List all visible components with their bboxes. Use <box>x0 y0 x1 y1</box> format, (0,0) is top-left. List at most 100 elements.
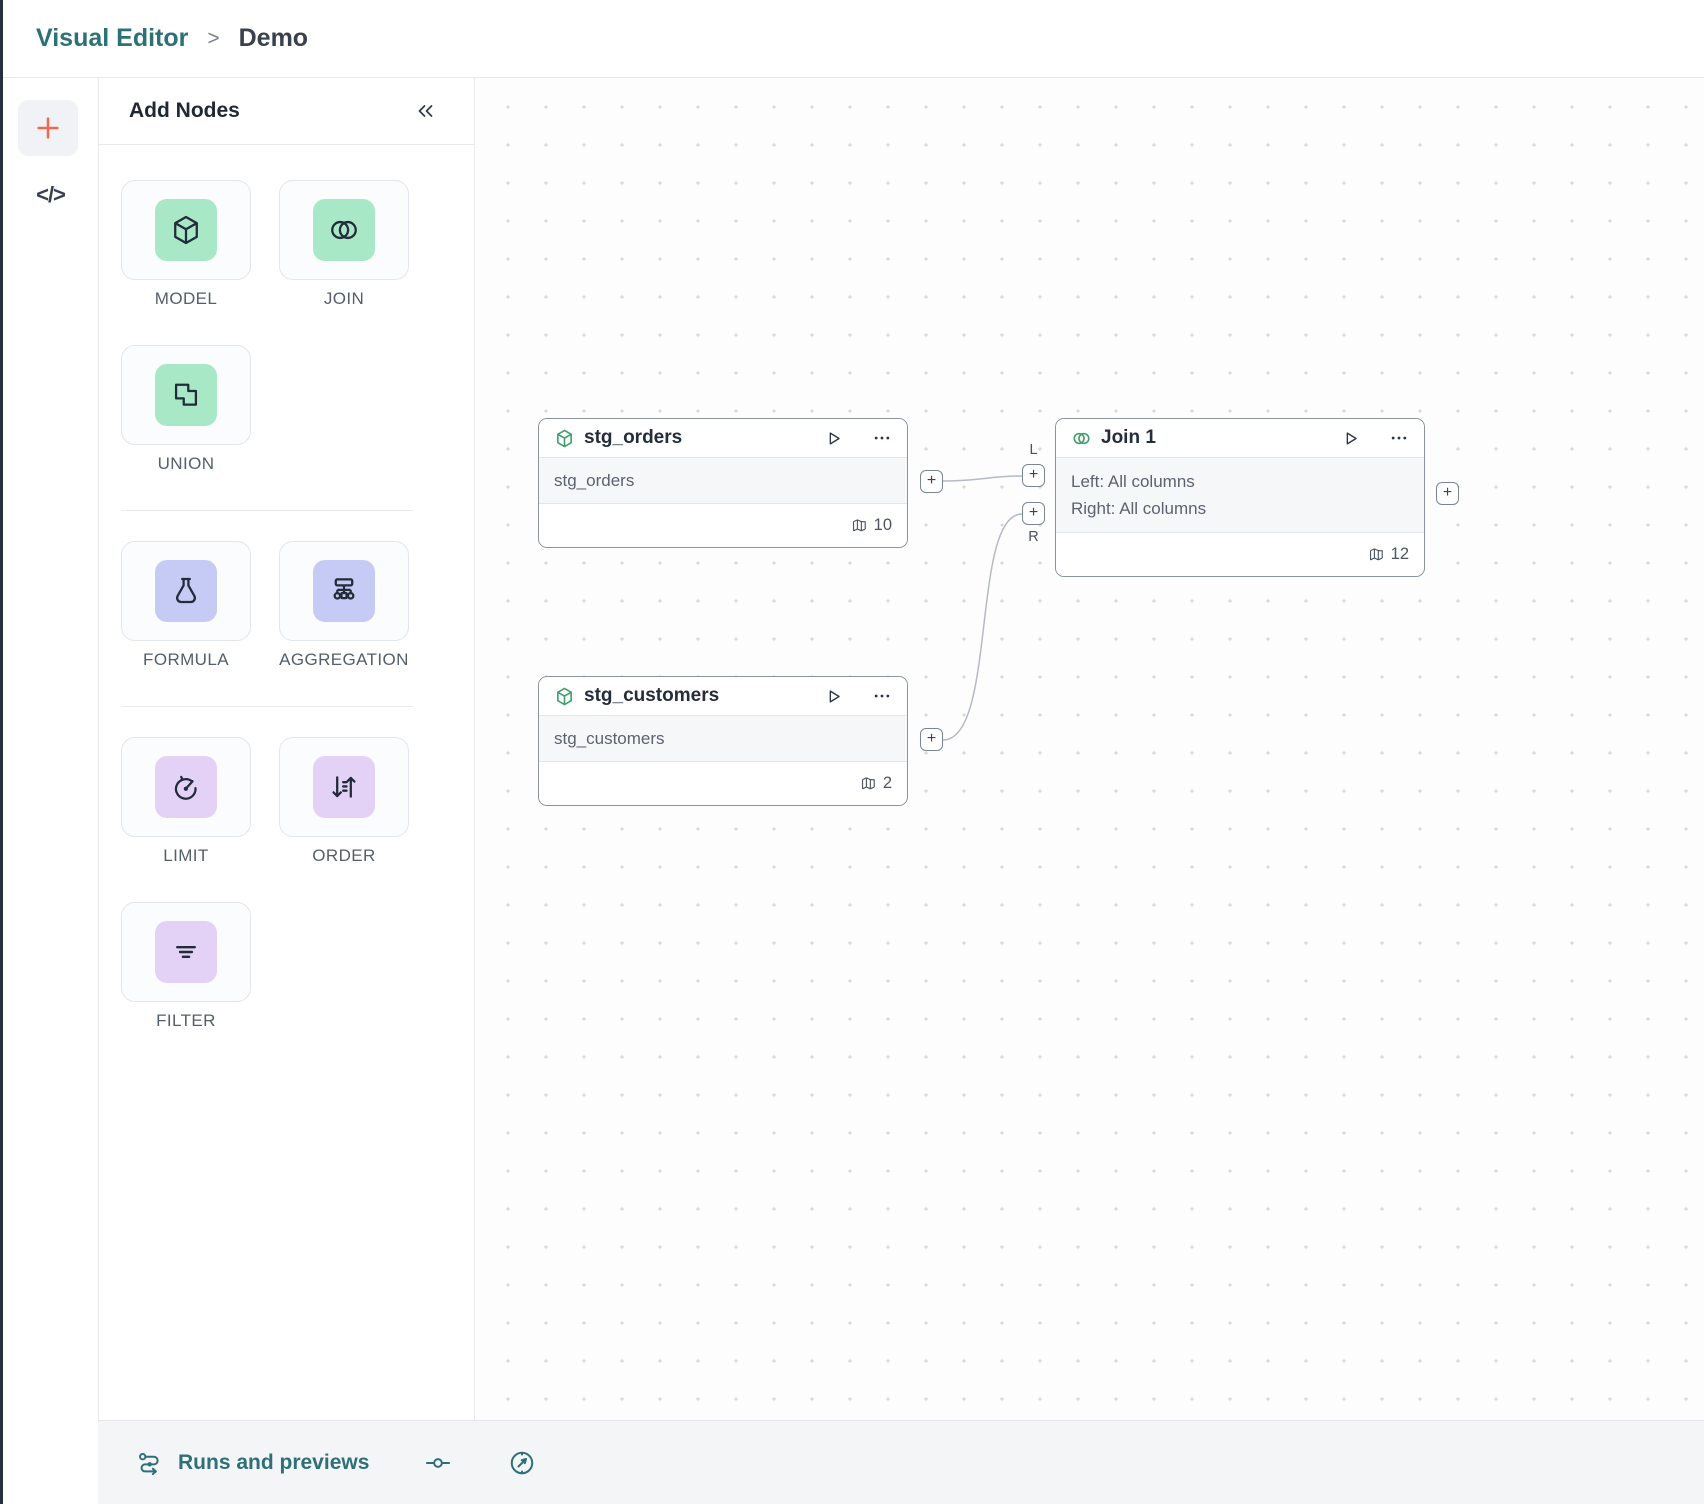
join-venn-icon <box>313 199 375 261</box>
status-bar: Runs and previews <box>98 1420 1704 1504</box>
panel-title: Add Nodes <box>129 99 240 122</box>
node-footer: 10 <box>539 504 907 547</box>
palette-card[interactable] <box>121 737 251 837</box>
breadcrumb-separator-icon: > <box>207 26 220 50</box>
node-source: stg_customers <box>539 715 907 762</box>
palette-item-formula[interactable]: FORMULA <box>121 541 251 670</box>
node-stg-orders[interactable]: stg_orders stg_orders 10 <box>538 418 908 548</box>
node-title: stg_customers <box>584 685 720 706</box>
node-menu-button[interactable] <box>872 686 892 706</box>
palette-item-filter[interactable]: FILTER <box>121 902 251 1031</box>
play-icon <box>824 687 843 706</box>
palette-label: AGGREGATION <box>279 650 409 669</box>
run-node-button[interactable] <box>1341 429 1360 448</box>
palette-item-join[interactable]: JOIN <box>279 180 409 309</box>
compass-icon <box>507 1448 537 1478</box>
run-node-button[interactable] <box>824 429 843 448</box>
palette-card[interactable] <box>279 737 409 837</box>
join-right-summary: Right: All columns <box>1071 499 1207 518</box>
breadcrumb: Visual Editor > Demo <box>3 0 1704 78</box>
join-venn-icon <box>1071 428 1092 449</box>
palette-card[interactable] <box>121 345 251 445</box>
column-count: 2 <box>882 774 892 792</box>
palette-label: JOIN <box>323 289 365 308</box>
node-menu-button[interactable] <box>1389 428 1409 448</box>
palette-divider <box>121 510 413 511</box>
limit-gauge-icon <box>155 756 217 818</box>
runs-and-previews-button[interactable]: Runs and previews <box>135 1449 369 1477</box>
node-source: stg_orders <box>539 457 907 504</box>
commit-icon <box>424 1449 452 1477</box>
left-toolbar: </> <box>3 78 98 1504</box>
canvas[interactable]: stg_orders stg_orders 10 <box>475 78 1704 1420</box>
palette-card[interactable] <box>279 180 409 280</box>
palette-label: FILTER <box>156 1011 216 1030</box>
node-footer: 12 <box>1056 533 1424 576</box>
palette-item-order[interactable]: ORDER <box>279 737 409 866</box>
port-join-right-input[interactable]: + <box>1022 502 1045 525</box>
node-stg-customers[interactable]: stg_customers stg_customers <box>538 676 908 806</box>
run-node-button[interactable] <box>824 687 843 706</box>
port-stg-customers-output[interactable]: + <box>920 728 943 751</box>
palette-card[interactable] <box>121 541 251 641</box>
edge-customers-to-join-right <box>942 513 1023 741</box>
palette-label: FORMULA <box>143 650 229 669</box>
collapse-panel-button[interactable] <box>412 99 436 123</box>
palette-card[interactable] <box>121 902 251 1002</box>
node-footer: 2 <box>539 762 907 805</box>
node-title: Join 1 <box>1101 427 1156 448</box>
add-node-button[interactable] <box>18 100 78 156</box>
join-left-summary: Left: All columns <box>1071 472 1195 491</box>
palette-item-aggregation[interactable]: AGGREGATION <box>279 541 409 670</box>
palette-label: UNION <box>157 454 215 473</box>
node-header: stg_orders <box>539 419 907 457</box>
chevrons-left-icon <box>412 99 436 123</box>
explore-button[interactable] <box>507 1448 537 1478</box>
node-join-1[interactable]: Join 1 Left: All columns Right: All colu… <box>1055 418 1425 577</box>
edge-connections <box>942 475 1023 741</box>
ellipsis-icon <box>1389 428 1409 448</box>
ellipsis-icon <box>872 428 892 448</box>
join-right-port-label: R <box>1028 529 1039 545</box>
palette-label: ORDER <box>312 846 376 865</box>
edge-orders-to-join-left <box>942 475 1023 482</box>
palette-item-model[interactable]: MODEL <box>121 180 251 309</box>
ellipsis-icon <box>872 686 892 706</box>
palette-divider <box>121 706 413 707</box>
node-title: stg_orders <box>584 427 683 448</box>
palette-label: MODEL <box>154 289 218 308</box>
panel-header: Add Nodes <box>99 78 474 145</box>
node-header: stg_customers <box>539 677 907 715</box>
plus-icon <box>33 113 63 143</box>
model-cube-icon <box>554 686 575 707</box>
model-cube-icon <box>554 428 575 449</box>
play-icon <box>1341 429 1360 448</box>
column-count: 12 <box>1390 545 1409 563</box>
runs-and-previews-label: Runs and previews <box>178 1450 370 1474</box>
node-header: Join 1 <box>1056 419 1424 457</box>
palette-card[interactable] <box>279 541 409 641</box>
port-stg-orders-output[interactable]: + <box>920 470 943 493</box>
formula-flask-icon <box>155 560 217 622</box>
filter-lines-icon <box>155 921 217 983</box>
aggregation-tree-icon <box>313 560 375 622</box>
palette-item-limit[interactable]: LIMIT <box>121 737 251 866</box>
order-sort-icon <box>313 756 375 818</box>
palette-item-union[interactable]: UNION <box>121 345 251 474</box>
node-palette: MODEL JOIN <box>99 145 474 1031</box>
commit-node-button[interactable] <box>424 1449 452 1477</box>
route-icon <box>135 1449 163 1477</box>
columns-icon <box>850 517 867 534</box>
node-menu-button[interactable] <box>872 428 892 448</box>
join-summary: Left: All columns Right: All columns <box>1056 457 1424 533</box>
model-cube-icon <box>155 199 217 261</box>
breadcrumb-visual-editor[interactable]: Visual Editor <box>36 24 189 52</box>
code-view-button[interactable]: </> <box>36 182 66 207</box>
port-join-output[interactable]: + <box>1436 482 1459 505</box>
union-shapes-icon <box>155 364 217 426</box>
palette-card[interactable] <box>121 180 251 280</box>
port-join-left-input[interactable]: + <box>1022 464 1045 487</box>
window-left-border <box>0 0 3 1504</box>
column-count: 10 <box>873 516 892 534</box>
